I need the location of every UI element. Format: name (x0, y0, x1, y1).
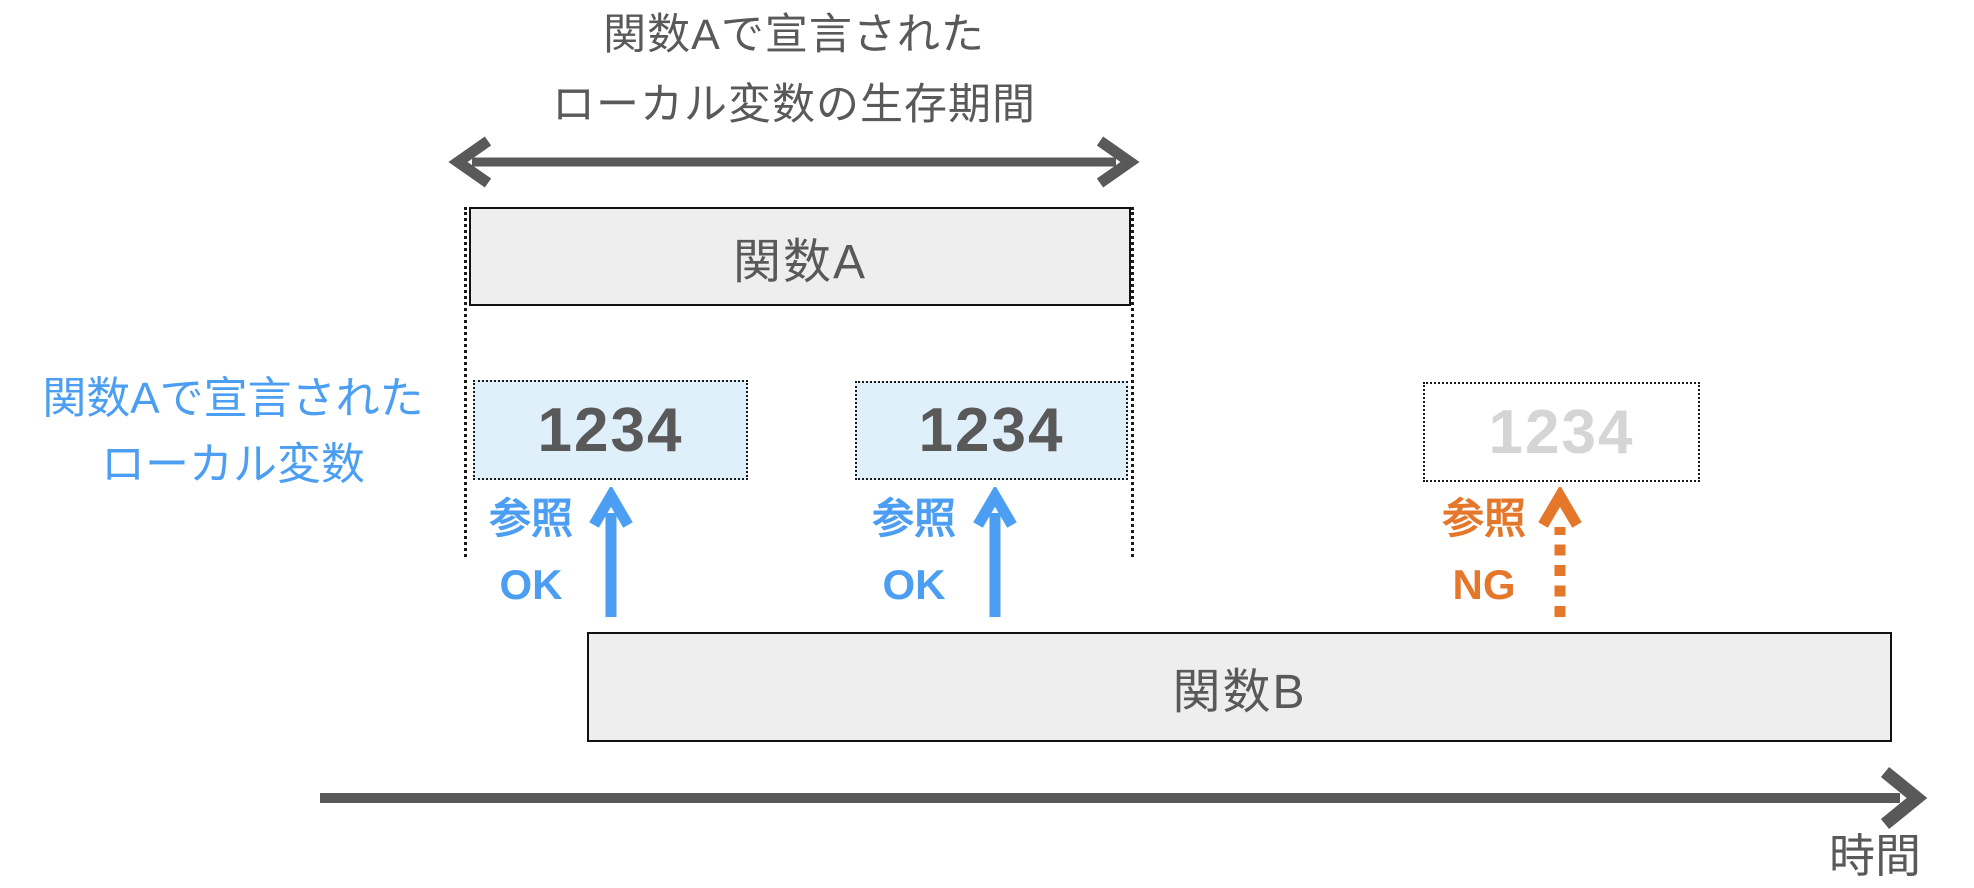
lifetime-title: 関数Aで宣言された ローカル変数の生存期間 (442, 0, 1146, 140)
reference-label: 参照 (488, 495, 573, 542)
lifetime-span-double-arrow-icon (448, 136, 1140, 188)
reference-ok-arrow-icon-1 (589, 487, 633, 617)
timeline-label: 時間 (1829, 830, 1921, 882)
variable-value: 1234 (537, 395, 684, 465)
local-variable-label: 関数Aで宣言された ローカル変数 (23, 366, 443, 498)
function-a-label: 関数A (732, 235, 868, 289)
reference-label: 参照 (1441, 495, 1526, 542)
local-variable-label-line1: 関数Aで宣言された (42, 374, 424, 423)
scope-dotted-line-left (464, 207, 467, 557)
reference-result: OK (499, 561, 563, 608)
reference-3-label: 参照 NG (1429, 486, 1539, 618)
function-b-label: 関数B (1172, 666, 1307, 719)
reference-ng-dotted-arrow-icon (1538, 487, 1582, 617)
reference-2-label: 参照 OK (859, 486, 969, 618)
reference-1-label: 参照 OK (476, 486, 586, 618)
variable-box-2: 1234 (855, 381, 1128, 480)
variable-box-1: 1234 (473, 380, 748, 480)
local-variable-label-line2: ローカル変数 (101, 440, 365, 489)
reference-label: 参照 (871, 495, 956, 542)
variable-value: 1234 (918, 396, 1065, 465)
lifetime-title-line2: ローカル変数の生存期間 (552, 81, 1036, 129)
lifetime-title-line1: 関数Aで宣言された (603, 11, 985, 59)
reference-result: NG (1452, 561, 1516, 608)
function-a-box: 関数A (469, 207, 1131, 306)
timeline-arrow-icon (320, 766, 1928, 830)
variable-box-3-expired: 1234 (1423, 382, 1700, 482)
reference-result: OK (882, 561, 946, 608)
function-b-box: 関数B (587, 632, 1892, 742)
variable-value: 1234 (1488, 397, 1635, 467)
reference-ok-arrow-icon-2 (973, 487, 1017, 617)
scope-dotted-line-right (1131, 207, 1134, 557)
